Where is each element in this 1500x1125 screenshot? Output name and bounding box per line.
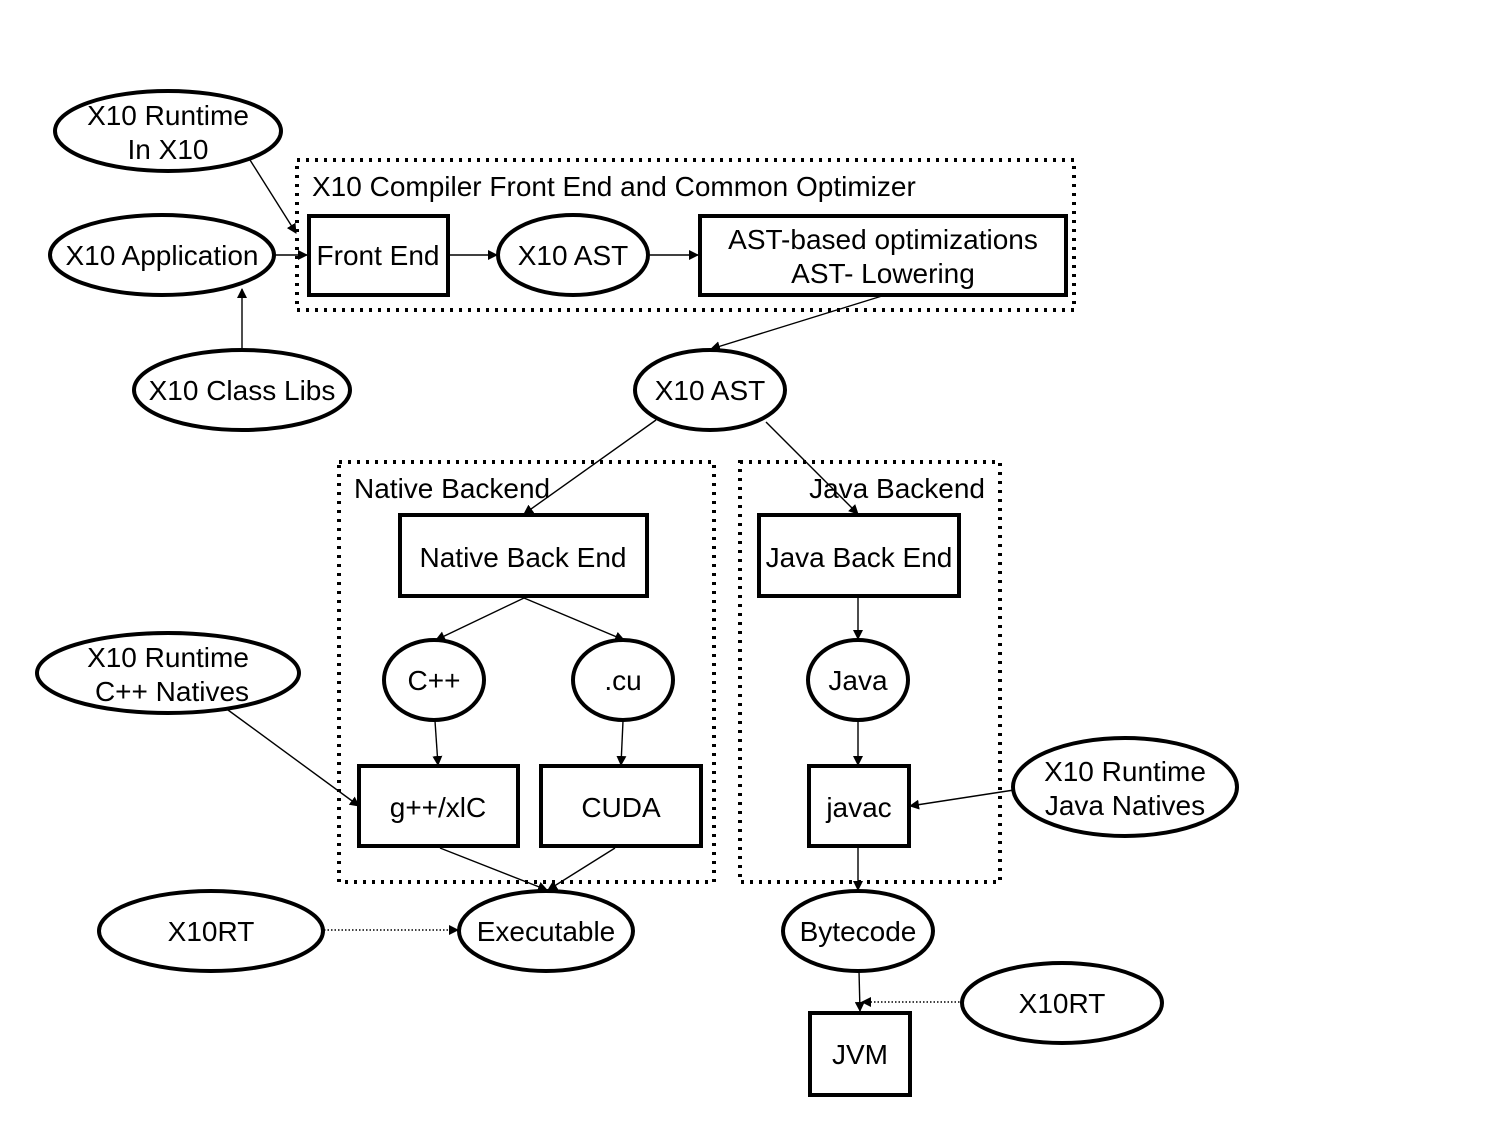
svg-text:X10 Runtime: X10 Runtime bbox=[1044, 756, 1206, 787]
edge-cuda-to-executable bbox=[547, 847, 616, 891]
native-backend-group-label: Native Backend bbox=[354, 473, 550, 504]
svg-text:Bytecode: Bytecode bbox=[800, 916, 917, 947]
svg-text:C++: C++ bbox=[408, 665, 461, 696]
native-back-end-node: Native Back End bbox=[398, 513, 649, 598]
edge-ast2-to-native bbox=[523, 419, 657, 515]
cuda-node: CUDA bbox=[539, 764, 703, 848]
edge-runtime-to-frontend bbox=[249, 159, 297, 234]
bytecode-node: Bytecode bbox=[781, 889, 935, 973]
edge-gpp-to-executable bbox=[439, 847, 548, 892]
java-node: Java bbox=[806, 638, 910, 722]
edge-javanatives-to-javac bbox=[909, 789, 1015, 810]
cpp-node: C++ bbox=[382, 638, 486, 722]
java-backend-group-label: Java Backend bbox=[809, 473, 985, 504]
x10-ast-node-2: X10 AST bbox=[633, 348, 787, 432]
x10-runtime-java-natives-node: X10 Runtime Java Natives bbox=[1011, 736, 1239, 838]
svg-text:X10RT: X10RT bbox=[1019, 988, 1106, 1019]
svg-text:C++ Natives: C++ Natives bbox=[95, 676, 249, 707]
edge-native-to-cu bbox=[523, 597, 625, 642]
compiler-group-label: X10 Compiler Front End and Common Optimi… bbox=[312, 171, 916, 202]
svg-text:In X10: In X10 bbox=[128, 134, 209, 165]
svg-text:.cu: .cu bbox=[604, 665, 641, 696]
gpp-xlc-node: g++/xlC bbox=[357, 764, 520, 848]
svg-text:javac: javac bbox=[825, 792, 891, 823]
svg-text:Executable: Executable bbox=[477, 916, 616, 947]
svg-text:JVM: JVM bbox=[832, 1039, 888, 1070]
ast-optimizations-node: AST-based optimizations AST- Lowering bbox=[698, 214, 1068, 297]
svg-text:X10 Application: X10 Application bbox=[65, 240, 258, 271]
edge-cpp-to-gpp bbox=[432, 720, 443, 766]
svg-text:Java: Java bbox=[828, 665, 888, 696]
svg-text:X10 Runtime: X10 Runtime bbox=[87, 642, 249, 673]
edge-ast2-to-java bbox=[765, 421, 859, 515]
svg-text:X10 AST: X10 AST bbox=[655, 375, 766, 406]
svg-text:AST- Lowering: AST- Lowering bbox=[791, 258, 975, 289]
svg-text:Front End: Front End bbox=[317, 240, 440, 271]
front-end-node: Front End bbox=[307, 214, 450, 297]
svg-text:Native Back End: Native Back End bbox=[420, 542, 627, 573]
x10-application-node: X10 Application bbox=[48, 213, 276, 297]
svg-text:Java Back End: Java Back End bbox=[766, 542, 953, 573]
x10rt-native-node: X10RT bbox=[97, 889, 325, 973]
javac-node: javac bbox=[807, 764, 911, 848]
svg-text:g++/xlC: g++/xlC bbox=[390, 792, 487, 823]
x10rt-java-node: X10RT bbox=[960, 961, 1164, 1045]
java-back-end-node: Java Back End bbox=[757, 513, 961, 598]
edge-cu-to-cuda bbox=[616, 720, 627, 766]
svg-text:X10RT: X10RT bbox=[168, 916, 255, 947]
svg-text:Java Natives: Java Natives bbox=[1045, 790, 1205, 821]
x10-class-libs-node: X10 Class Libs bbox=[132, 348, 352, 432]
x10-runtime-in-x10-node: X10 Runtime In X10 bbox=[53, 89, 283, 173]
edge-bytecode-to-jvm bbox=[854, 970, 865, 1012]
cu-node: .cu bbox=[571, 638, 675, 722]
edge-native-to-cpp bbox=[435, 597, 525, 641]
edge-optimizations-to-ast2 bbox=[710, 295, 883, 352]
svg-text:CUDA: CUDA bbox=[581, 792, 661, 823]
svg-text:X10 Class Libs: X10 Class Libs bbox=[149, 375, 336, 406]
executable-node: Executable bbox=[457, 889, 635, 973]
jvm-node: JVM bbox=[808, 1011, 912, 1097]
java-backend-group-box bbox=[738, 460, 1002, 884]
svg-text:AST-based optimizations: AST-based optimizations bbox=[728, 224, 1038, 255]
svg-text:X10 Runtime: X10 Runtime bbox=[87, 100, 249, 131]
x10-ast-node-1: X10 AST bbox=[496, 213, 650, 297]
x10-runtime-cpp-natives-node: X10 Runtime C++ Natives bbox=[35, 631, 301, 715]
svg-text:X10 AST: X10 AST bbox=[518, 240, 629, 271]
edge-cppnatives-to-gpp bbox=[227, 709, 360, 807]
compiler-group-box bbox=[295, 158, 1076, 312]
